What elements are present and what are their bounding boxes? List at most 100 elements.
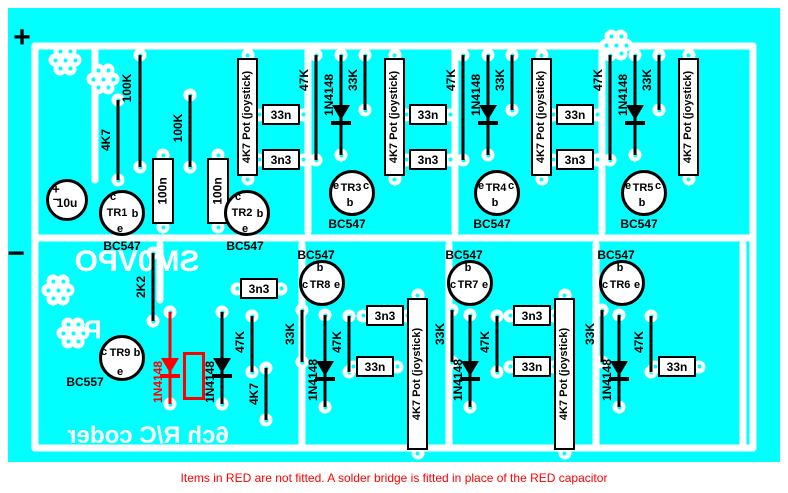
electrolytic-minus-mark: −	[52, 194, 60, 206]
pot-joystick-6-label: 4K7 Pot (joystick)	[558, 327, 571, 421]
resistor-33k-c-label: 33K	[640, 68, 654, 92]
diode-1n4148-f-label: 1N4148	[600, 358, 614, 402]
resistor-100k-1-lead	[138, 55, 142, 167]
solder-pad	[463, 400, 477, 414]
transistor-tr8-body	[299, 260, 345, 306]
tr4-pin-e: e	[477, 180, 485, 192]
solder-pad	[358, 103, 372, 117]
tr9-name: TR9	[109, 347, 131, 359]
tr3-pin-c: c	[362, 180, 370, 192]
resistor-33k-f-lead	[600, 310, 604, 362]
resistor-47k-c-label: 47K	[591, 68, 605, 92]
resistor-4k7-bottom-label: 4K7	[247, 382, 261, 406]
resistor-47k-c-lead	[608, 55, 612, 160]
resistor-33k-a-label: 33K	[346, 68, 360, 92]
resistor-33k-e-label: 33K	[433, 322, 447, 346]
diode-1n4148-f-cathode-bar	[609, 377, 629, 381]
capacitor-3n3-d: 3n3	[240, 278, 278, 299]
capacitor-33n-c: 33n	[556, 104, 594, 125]
solder-pad	[481, 148, 495, 162]
capacitor-33n-e: 33n	[356, 356, 394, 377]
solder-pad	[603, 153, 617, 167]
tr6-pin-e: e	[633, 279, 641, 291]
capacitor-33n-g-label: 33n	[666, 359, 688, 374]
diode-1n4148-b-arrow-icon	[479, 105, 497, 120]
diode-1n4148-d2-arrow-icon	[316, 361, 334, 376]
electrolytic-10u-label: 10u	[56, 196, 78, 210]
capacitor-3n3-a: 3n3	[262, 149, 300, 170]
capacitor-3n3-c: 3n3	[556, 149, 594, 170]
tr5-name: TR5	[632, 182, 654, 194]
red-capacitor-outline	[183, 352, 205, 400]
pad-cluster	[56, 274, 70, 288]
capacitor-33n-b-label: 33n	[417, 107, 439, 122]
tr2-pin-b: b	[256, 208, 264, 220]
solder-pad	[183, 160, 197, 174]
tr4-name: TR4	[485, 182, 507, 194]
tr4-pin-b: b	[491, 197, 499, 209]
tr7-part-label: BC547	[445, 248, 483, 262]
tr2-part-label: BC547	[226, 239, 264, 253]
solder-pad	[111, 173, 125, 187]
resistor-33k-e-lead	[450, 310, 454, 362]
tr9-part-label: BC557	[66, 375, 104, 389]
capacitor-33n-g: 33n	[658, 356, 696, 377]
tr8-part-label: BC547	[297, 248, 335, 262]
pot-joystick-2-label: 4K7 Pot (joystick)	[388, 70, 401, 164]
minus-rail-mark: −	[7, 237, 25, 270]
tr8-pin-e: e	[333, 279, 341, 291]
resistor-47k-b-lead	[461, 55, 465, 160]
capacitor-33n-e-label: 33n	[364, 359, 386, 374]
capacitor-3n3-a-label: 3n3	[270, 152, 292, 167]
tr5-pin-c: c	[654, 180, 662, 192]
resistor-47k-e-label: 47K	[478, 330, 492, 354]
transistor-tr9-body	[99, 335, 145, 381]
tr7-name: TR7	[457, 279, 479, 291]
tr5-part-label: BC547	[620, 217, 658, 231]
tr4-part-label: BC547	[473, 217, 511, 231]
tr8-pin-b: b	[316, 262, 324, 274]
transistor-tr4-body	[474, 170, 520, 216]
solder-pad	[133, 160, 147, 174]
tr8-name: TR8	[309, 279, 331, 291]
tr8-pin-c: c	[301, 279, 309, 291]
tr7-pin-c: c	[449, 279, 457, 291]
solder-pad	[652, 103, 666, 117]
pot-joystick-4: 4K7 Pot (joystick)	[678, 58, 699, 176]
resistor-47k-d2-label: 47K	[330, 330, 344, 354]
diode-1n4148-c-label: 1N4148	[616, 73, 630, 117]
capacitor-100n-1-label: 100n	[156, 177, 171, 205]
resistor-33k-d-label: 33K	[283, 322, 297, 346]
tr9-pin-b: b	[133, 347, 141, 359]
pad-cluster	[614, 47, 628, 61]
capacitor-100n-2: 100n	[207, 158, 229, 224]
transistor-tr2-body	[224, 190, 270, 236]
mirrored-text-coder: 6ch R/C coder	[67, 422, 229, 449]
pad-cluster	[101, 81, 115, 95]
resistor-47k-d2-lead	[347, 316, 351, 372]
tr6-name: TR6	[609, 279, 631, 291]
diode-1n4148-e-cathode-bar	[460, 377, 480, 381]
resistor-2k2-label: 2K2	[134, 275, 148, 299]
capacitor-3n3-b: 3n3	[409, 149, 447, 170]
resistor-100k-2-lead	[188, 95, 192, 167]
pot-joystick-6: 4K7 Pot (joystick)	[554, 298, 575, 450]
resistor-4k7-top-label: 4K7	[99, 128, 113, 152]
diode-1n4148-a-cathode-bar	[331, 121, 351, 125]
pad-cluster	[71, 335, 85, 349]
solder-pad	[309, 153, 323, 167]
solder-pad	[146, 314, 160, 328]
tr5-pin-e: e	[624, 180, 632, 192]
diode-1n4148-b-label: 1N4148	[469, 73, 483, 117]
capacitor-3n3-d-label: 3n3	[248, 281, 270, 296]
pad-cluster	[71, 317, 85, 331]
mirrored-text-p: P	[84, 314, 102, 345]
tr6-pin-c: c	[601, 279, 609, 291]
capacitor-33n-a-label: 33n	[270, 107, 292, 122]
capacitor-100n-1: 100n	[152, 158, 174, 224]
resistor-47k-f-lead	[649, 316, 653, 372]
pad-cluster	[63, 62, 77, 76]
resistor-100k-1-label: 100K	[120, 73, 134, 103]
diode-1n4148-c-cathode-bar	[625, 121, 645, 125]
